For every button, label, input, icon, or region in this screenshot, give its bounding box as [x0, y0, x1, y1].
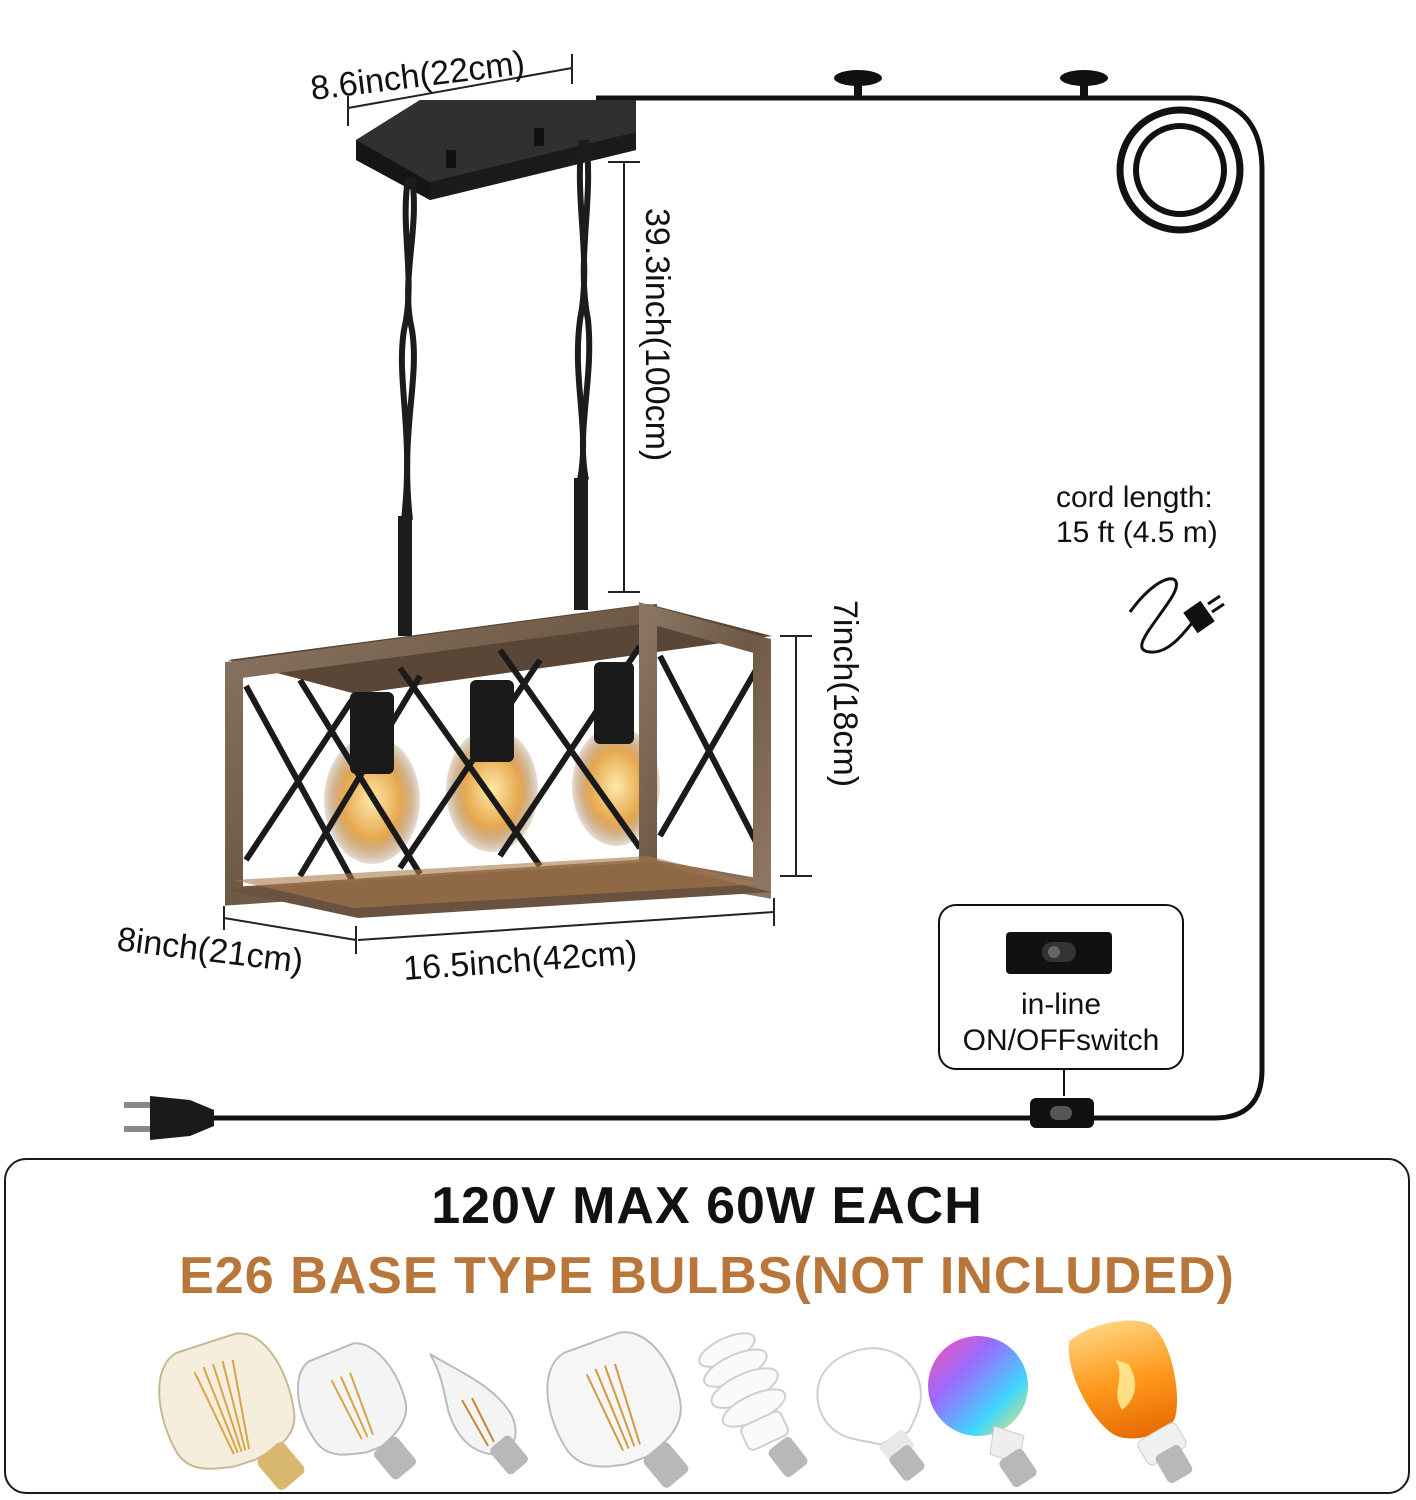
bulb-type-spec: E26 BASE TYPE BULBS(NOT INCLUDED)	[179, 1247, 1235, 1305]
rocker-switch-icon	[1006, 932, 1112, 974]
switch-label-line1: in-line	[1020, 988, 1102, 1021]
a19-led-bulb-icon	[816, 1347, 925, 1481]
cord-length-value: 15 ft (4.5 m)	[1056, 516, 1218, 549]
spiral-cfl-bulb-icon	[698, 1332, 808, 1477]
cord-length-label: cord length: 15 ft (4.5 m)	[1056, 480, 1218, 550]
voltage-wattage-spec: 120V MAX 60W EACH	[431, 1177, 983, 1235]
switch-callout: in-line ON/OFFswitch	[938, 904, 1184, 1070]
switch-label-line2: ON/OFFswitch	[962, 1024, 1160, 1057]
power-cord	[210, 95, 1265, 1121]
inline-switch-icon	[1030, 1070, 1094, 1128]
depth-label: 8inch(21cm)	[115, 920, 305, 981]
hanging-rod	[574, 478, 588, 610]
height-label: 7inch(18cm)	[826, 600, 864, 787]
hanging-chain	[398, 139, 593, 521]
hanging-rod	[398, 516, 412, 636]
st58-edison-bulb-icon	[296, 1342, 417, 1480]
cord-length-title: cord length:	[1056, 481, 1213, 514]
plug-cord-icon	[1128, 577, 1225, 654]
top-width-label: 8.6inch(22cm)	[308, 44, 526, 108]
wall-plug-icon	[124, 1096, 214, 1140]
candle-flame-tip-bulb-icon	[429, 1353, 528, 1475]
dimension-lines	[223, 54, 812, 954]
bulb-types-row	[158, 1320, 1193, 1490]
st64-filament-bulb-icon	[546, 1331, 689, 1488]
flame-effect-bulb-icon	[1068, 1320, 1193, 1484]
length-label: 16.5inch(42cm)	[402, 934, 638, 988]
st64-edison-bulb-icon	[158, 1332, 305, 1490]
rgb-smart-bulb-icon	[928, 1336, 1037, 1488]
chandelier-fixture	[225, 602, 772, 918]
chain-length-label: 39.3inch(100cm)	[638, 208, 676, 461]
ceiling-canopy	[356, 100, 636, 200]
specs-panel: 120V MAX 60W EACH E26 BASE TYPE BULBS(NO…	[4, 1158, 1410, 1494]
ceiling-hook-icon	[834, 70, 882, 96]
ceiling-hook-icon	[1060, 70, 1108, 96]
